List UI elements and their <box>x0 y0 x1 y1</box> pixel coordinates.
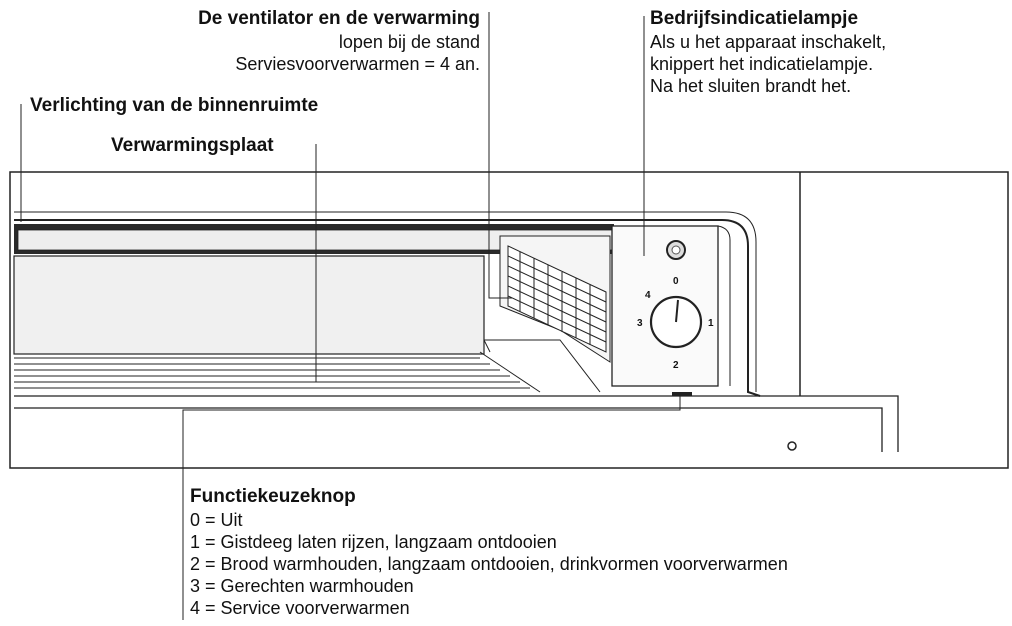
knob-option-4: 4 = Service voorverwarmen <box>190 598 410 618</box>
heating-plate-label: Verwarmingsplaat <box>111 135 274 156</box>
knob-option-0: 0 = Uit <box>190 510 243 530</box>
lighting-label: Verlichting van de binnenruimte <box>30 95 319 116</box>
fan-label-title: De ventilator en de verwarming <box>198 8 480 29</box>
dial-position-0: 0 <box>673 276 679 287</box>
drawer-front <box>14 395 899 452</box>
dial-position-1: 1 <box>708 318 714 329</box>
function-dial: 0 1 2 3 4 <box>637 276 714 371</box>
leader-lines <box>20 12 681 620</box>
lamp-label-line-3: Na het sluiten brandt het. <box>650 76 852 96</box>
knob-option-2: 2 = Brood warmhouden, langzaam ontdooien… <box>190 554 788 574</box>
knob-option-3: 3 = Gerechten warmhouden <box>190 576 414 596</box>
inner-drawer <box>13 255 485 355</box>
drawer-screw <box>787 441 797 451</box>
knob-option-1: 1 = Gistdeeg laten rijzen, langzaam ontd… <box>190 532 557 552</box>
fan-label-line-1: lopen bij de stand <box>338 32 480 52</box>
lamp-label-title: Bedrijfsindicatielampje <box>650 8 859 29</box>
dial-position-4: 4 <box>645 290 651 301</box>
dial-position-2: 2 <box>673 360 679 371</box>
knob-label-title: Functiekeuzeknop <box>190 486 356 507</box>
lamp-label-line-1: Als u het apparaat inschakelt, <box>650 32 887 52</box>
fan-grille <box>499 235 611 363</box>
cabinet-outline <box>9 171 1009 469</box>
fan-label-line-2: Serviesvoorverwarmen = 4 an. <box>235 54 480 74</box>
lamp-label-line-2: knippert het indicatielampje. <box>650 54 874 74</box>
drawer-frame <box>14 219 761 397</box>
dial-position-3: 3 <box>637 318 643 329</box>
heating-plate <box>14 339 541 393</box>
